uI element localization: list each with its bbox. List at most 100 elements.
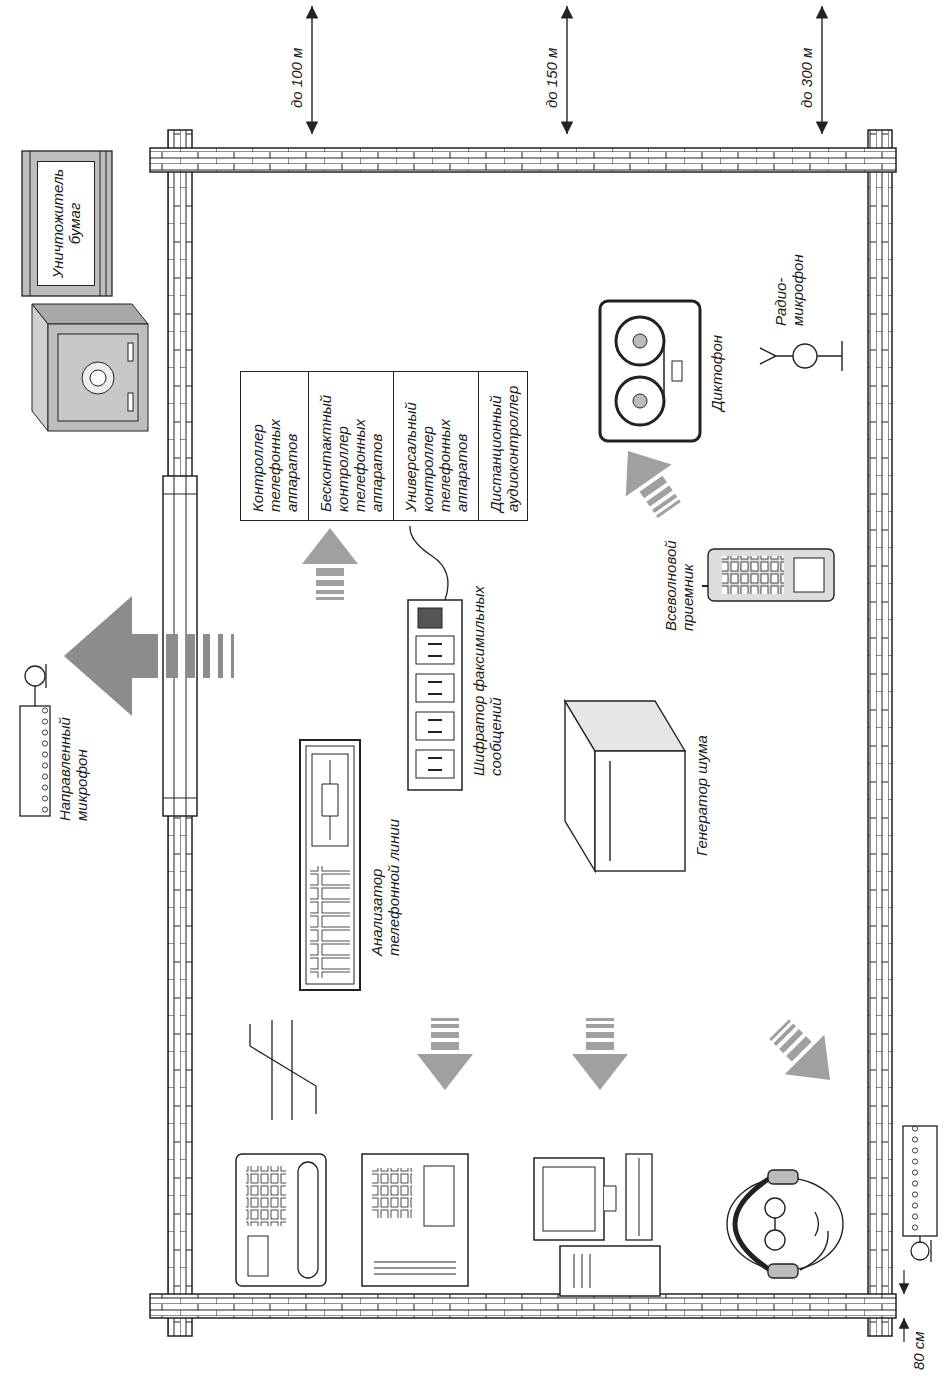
distance-label: до 100 м (288, 8, 305, 108)
dictaphone (600, 301, 700, 441)
directional-microphone (25, 666, 45, 686)
safe (32, 304, 48, 431)
line-analyzer (300, 740, 360, 990)
dimension-label: 80 см (910, 1310, 927, 1370)
line-analyzer (310, 866, 350, 978)
computer (534, 1154, 660, 1296)
radio-microphone (760, 341, 842, 371)
fax-machine (374, 1262, 456, 1274)
telephone-line (250, 1020, 316, 1120)
window (163, 476, 197, 816)
dictaphone (633, 394, 647, 408)
safe (128, 343, 133, 361)
room-illustration (302, 528, 358, 600)
brick-walls (150, 130, 896, 1336)
dictaphone (616, 377, 664, 425)
operator-with-headset (727, 1178, 843, 1270)
safe (32, 304, 148, 431)
operator-with-headset (768, 1264, 798, 1278)
big-gray-arrow (132, 634, 158, 678)
dictaphone (600, 301, 700, 441)
line-analyzer (322, 760, 338, 840)
all-wave-receiver (722, 556, 784, 594)
node-text: Универсальный контроллер телефонных аппа… (394, 372, 479, 520)
operator-with-headset (727, 1170, 843, 1278)
fax-encryptor (408, 526, 462, 790)
fax-encryptor (416, 712, 454, 740)
distance-arrows (821, 6, 822, 134)
operator-with-headset (735, 1178, 770, 1270)
noise-generator (609, 761, 610, 861)
paper-shredder (22, 151, 112, 296)
distance-arrows (312, 6, 822, 134)
brick-walls (150, 148, 896, 172)
fax-machine (362, 1154, 468, 1286)
fax-encryptor (418, 608, 442, 628)
fax-encryptor (410, 526, 448, 600)
computer (604, 1186, 616, 1211)
node-text: Уничтожитель бумаг (49, 167, 83, 280)
room-illustration (605, 435, 692, 526)
wall-dimension (903, 1318, 904, 1342)
operator-with-headset (815, 1212, 819, 1236)
all-wave-receiver (708, 549, 834, 601)
big-gray-arrow (64, 596, 234, 716)
computer (626, 1154, 652, 1240)
computer (543, 1167, 595, 1231)
big-gray-arrow (166, 634, 178, 678)
node-text: Контроллер телефонных аппаратов (241, 372, 309, 520)
directional-microphone (903, 1126, 937, 1262)
telephone (236, 1154, 326, 1286)
safe (32, 304, 148, 324)
room-illustration (417, 1018, 473, 1090)
fax-encryptor (408, 600, 462, 790)
big-gray-arrow (64, 596, 132, 716)
safe (90, 370, 106, 386)
directional-microphone (903, 1126, 937, 1236)
wall-dimension (903, 1270, 904, 1342)
computer (639, 1158, 640, 1236)
device-label: Направленный микрофон (56, 696, 90, 821)
room-illustration (759, 1009, 850, 1100)
fax-machine (362, 1154, 468, 1286)
safe (82, 362, 114, 394)
device-label: Диктофон (708, 311, 725, 411)
operator-with-headset (775, 1218, 828, 1270)
computer (574, 1254, 590, 1288)
paper-shredder (22, 151, 112, 296)
big-gray-arrow (218, 634, 223, 678)
safe (58, 334, 138, 421)
node-text: Бесконтактный контроллер телефонных аппа… (309, 372, 394, 520)
paper-shredder (30, 151, 106, 296)
device-label: Генератор шума (693, 706, 710, 856)
computer (560, 1246, 660, 1296)
fax-encryptor (428, 644, 442, 770)
dictaphone (663, 341, 665, 401)
telephone (246, 1166, 286, 1226)
line-analyzer (306, 746, 354, 984)
controller-list-box: Контроллер телефонных аппаратовБесконтак… (240, 371, 528, 521)
device-label: Анализатор телефонной линии (368, 806, 402, 956)
directional-microphone (911, 1242, 929, 1260)
distance-label: до 150 м (543, 8, 560, 108)
window (163, 476, 197, 816)
safe (128, 393, 133, 411)
all-wave-receiver (702, 549, 834, 601)
telephone (248, 1236, 268, 1276)
telephone (298, 1162, 318, 1278)
fax-encryptor (416, 674, 454, 702)
directional-microphone (20, 706, 50, 816)
dictaphone (616, 317, 664, 365)
window (163, 476, 197, 816)
noise-generator (595, 751, 685, 871)
telephone-line (250, 1024, 316, 1114)
room-illustration (572, 1018, 628, 1090)
operator-with-headset (765, 1198, 785, 1218)
fax-machine (372, 1168, 412, 1218)
noise-generator (565, 701, 685, 871)
brick-walls (150, 1294, 896, 1318)
big-gray-arrow (203, 634, 210, 678)
operator-with-headset (765, 1230, 785, 1250)
shredder-panel: Уничтожитель бумаг (37, 161, 95, 286)
